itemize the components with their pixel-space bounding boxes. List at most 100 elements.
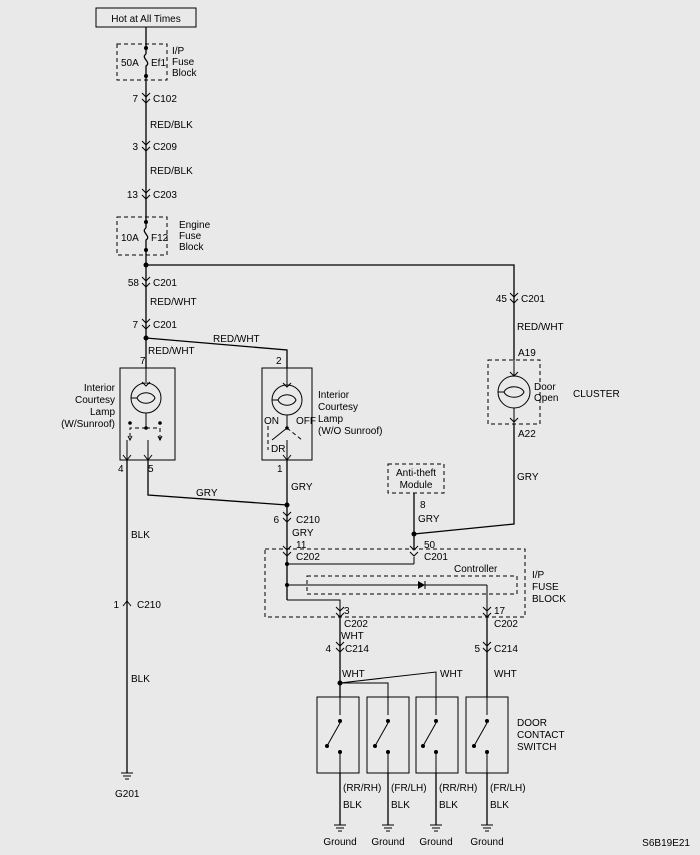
controller-box — [306, 575, 518, 595]
lamp-sunroof-pin-right: 5 — [148, 464, 154, 475]
fuse-ef1-block-label-3: Block — [172, 68, 197, 79]
connector-c214-5-pin: 5 — [474, 644, 480, 655]
lamp-sunroof-label-1: Interior — [84, 383, 116, 394]
cluster-gry-wire — [413, 424, 515, 535]
ground-wire-color-3: BLK — [439, 800, 458, 811]
connector-c202-11-name: C202 — [296, 552, 320, 563]
lamp-no-sunroof-label-3: Lamp — [318, 414, 343, 425]
wire-color-red-wht-3: RED/WHT — [148, 346, 195, 357]
fuse-f12-block-label-3: Block — [179, 242, 204, 253]
lamp-no-sunroof-pin-top: 2 — [276, 356, 282, 367]
door-switch-4-position: (FR/LH) — [490, 783, 526, 794]
fuse-ef1-rating: 50A — [121, 58, 139, 69]
wire-color-wht-3: WHT — [440, 669, 463, 680]
connector-c210-1-name: C210 — [137, 600, 161, 611]
cluster-feed-wire — [146, 264, 515, 360]
wire-color-wht-1: WHT — [341, 631, 364, 642]
lamp-sunroof-pin-top: 7 — [140, 356, 146, 367]
diagram-code: S6B19E21 — [642, 838, 690, 849]
wire-color-blk-2: BLK — [131, 674, 150, 685]
door-switch-1 — [316, 696, 360, 774]
fuse-f12-icon — [143, 227, 149, 244]
fuse-f12-block-label-1: Engine — [179, 220, 211, 231]
ip-fuse-block-label-3: BLOCK — [532, 594, 566, 605]
connector-c209-pin: 3 — [132, 142, 138, 153]
controller-label: Controller — [454, 564, 498, 575]
wire-color-wht-2: WHT — [342, 669, 365, 680]
door-switch-4 — [465, 696, 509, 774]
wire-color-red-blk-2: RED/BLK — [150, 166, 193, 177]
connector-c214-5-name: C214 — [494, 644, 518, 655]
ground-label-1: Ground — [323, 837, 356, 848]
wire-color-gry-1: GRY — [196, 488, 218, 499]
lamp-switch-off-label: OFF — [296, 416, 316, 427]
wire-color-red-wht-1: RED/WHT — [150, 297, 197, 308]
ground-wire-color-4: BLK — [490, 800, 509, 811]
antitheft-label-2: Module — [400, 480, 433, 491]
lamp-no-sunroof-label-4: (W/O Sunroof) — [318, 426, 382, 437]
connector-c202-17-name: C202 — [494, 619, 518, 630]
connector-c102-pin: 7 — [132, 94, 138, 105]
lamp-sunroof-pin-left: 4 — [118, 464, 124, 475]
door-switch-3 — [415, 696, 459, 774]
ground-wire-color-1: BLK — [343, 800, 362, 811]
wire-color-gry-2: GRY — [291, 482, 313, 493]
fuse-ef1-icon — [143, 53, 149, 70]
ground-label-3: Ground — [419, 837, 452, 848]
connector-c210-1-icon — [122, 600, 132, 607]
fuse-ef1-block-label-1: I/P — [172, 46, 185, 57]
connector-c209-name: C209 — [153, 142, 177, 153]
diode-icon — [418, 581, 425, 589]
door-open-label-2: Open — [534, 393, 558, 404]
lamp-sunroof-label-3: Lamp — [90, 407, 115, 418]
connector-c201-7-pin: 7 — [132, 320, 138, 331]
connector-c202-3-pin: 3 — [344, 606, 350, 617]
connector-c202-11-pin: 11 — [296, 540, 307, 551]
wire-color-blk-1: BLK — [131, 530, 150, 541]
antitheft-module-box — [387, 463, 445, 494]
fuse-f12-id: F12 — [151, 233, 169, 244]
ground-icon-2 — [381, 824, 395, 832]
antitheft-pin: 8 — [420, 500, 426, 511]
wire-color-gry-5: GRY — [517, 472, 539, 483]
connector-c214-4-name: C214 — [345, 644, 369, 655]
door-switch-label-3: SWITCH — [517, 742, 556, 753]
engine-fuse-block-f12 — [116, 216, 168, 256]
door-open-label-1: Door — [534, 382, 556, 393]
wire-color-red-wht-2: RED/WHT — [213, 334, 260, 345]
lamp1-gry-wire — [147, 460, 288, 506]
connector-c203-name: C203 — [153, 190, 177, 201]
fuse-f12-block-label-2: Fuse — [179, 231, 202, 242]
door-switch-3-position: (RR/RH) — [439, 783, 477, 794]
ip-fuse-block-ef1 — [116, 43, 168, 81]
wire-color-wht-4: WHT — [494, 669, 517, 680]
connector-c202-3-name: C202 — [344, 619, 368, 630]
ground-wire-color-2: BLK — [391, 800, 410, 811]
connector-c214-4-pin: 4 — [325, 644, 331, 655]
fuse-ef1-id: Ef1 — [151, 58, 166, 69]
ground-label-2: Ground — [371, 837, 404, 848]
lamp2-feed-wire — [145, 337, 288, 368]
wire-color-red-wht-4: RED/WHT — [517, 322, 564, 333]
ip-fuse-block-box — [264, 548, 526, 618]
wire-color-gry-3: GRY — [292, 528, 314, 539]
ground-icon-3 — [429, 824, 443, 832]
connector-c201-50-name: C201 — [424, 552, 448, 563]
connector-c201-58-name: C201 — [153, 278, 177, 289]
door-switch-label-1: DOOR — [517, 718, 547, 729]
connector-c201-45-name: C201 — [521, 294, 545, 305]
ground-icon-4 — [480, 824, 494, 832]
connector-c210-6-pin: 6 — [273, 515, 279, 526]
connector-c210-6-name: C210 — [296, 515, 320, 526]
door-switch-2-position: (FR/LH) — [391, 783, 427, 794]
ground-g201-icon — [120, 772, 134, 780]
cluster-pin-bottom: A22 — [518, 429, 536, 440]
lamp-no-sunroof-label-2: Courtesy — [318, 402, 358, 413]
lamp-no-sunroof-pin-bottom: 1 — [277, 464, 283, 475]
connector-c201-7-name: C201 — [153, 320, 177, 331]
lamp-sunroof-label-4: (W/Sunroof) — [61, 419, 115, 430]
ground-g201-label: G201 — [115, 789, 140, 800]
cluster-label: CLUSTER — [573, 389, 620, 400]
fuse-ef1-block-label-2: Fuse — [172, 57, 195, 68]
